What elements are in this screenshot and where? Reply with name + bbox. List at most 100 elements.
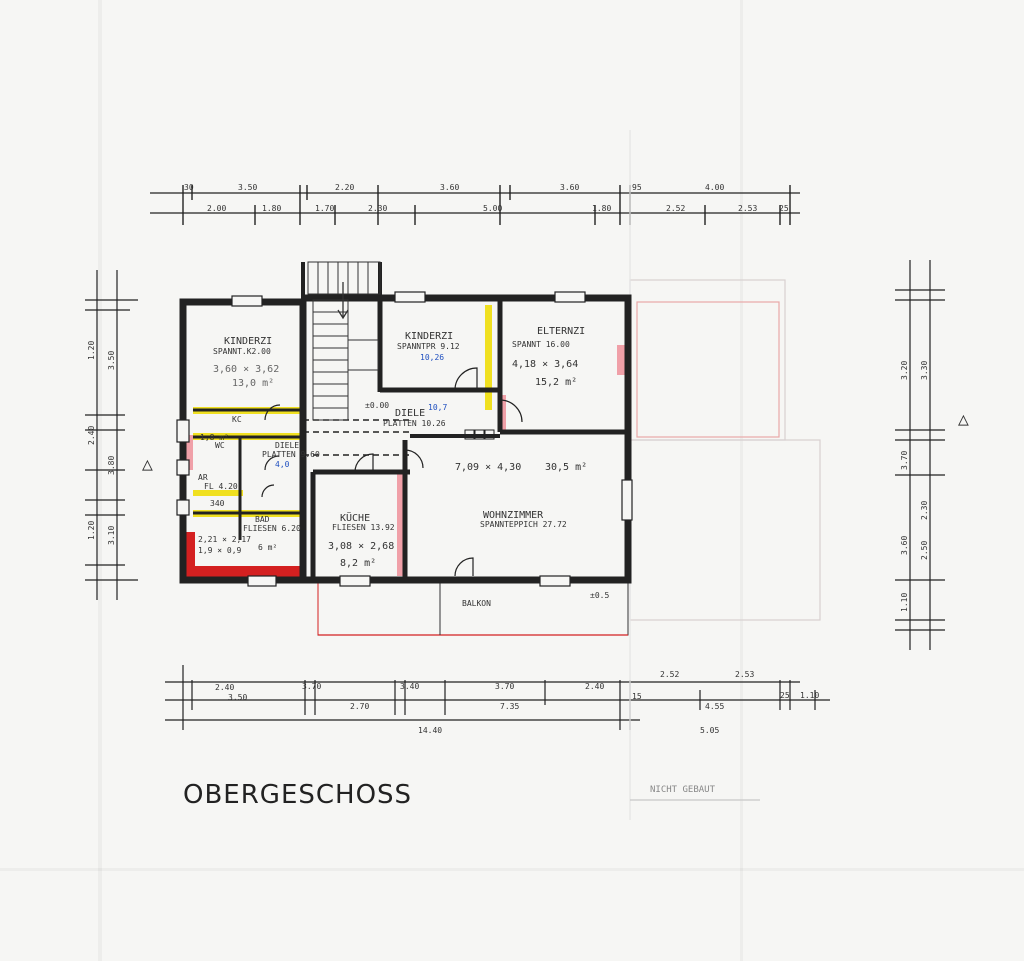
dim-label: 25 — [779, 204, 789, 213]
dim-label: 3.70 — [900, 451, 909, 470]
room-name: WC — [215, 441, 225, 450]
room-area-blue: 10,7 — [428, 403, 447, 412]
bottom-dimension-labels: 2.40 3.70 3.40 3.70 2.40 2.52 2.53 3.50 … — [215, 670, 819, 735]
walls — [179, 262, 632, 584]
room-name: DIELE — [275, 441, 299, 450]
staircase — [307, 261, 381, 421]
room-name: KC — [232, 415, 242, 424]
room-name: KINDERZI — [224, 336, 272, 347]
dim-label: 2.20 — [335, 183, 354, 192]
room-floor: PLATTEN 10.26 — [383, 419, 446, 428]
top-dimension-labels: 30 3.50 2.20 3.60 3.60 95 4.00 2.00 1.80… — [184, 183, 789, 213]
room-name: BALKON — [462, 599, 491, 608]
dim-label: 3.80 — [107, 456, 116, 475]
dim-label: 3.20 — [900, 361, 909, 380]
plan-title: OBERGESCHOSS — [183, 780, 413, 810]
room-dims: 340 — [210, 499, 225, 508]
dim-label: 2.30 — [920, 501, 929, 520]
room-floor: SPANNTEPPICH 27.72 — [480, 520, 567, 529]
room-name: DIELE — [395, 408, 425, 419]
dim-label: 2.40 — [87, 426, 96, 445]
room-area: 15,2 m² — [535, 377, 577, 388]
dim-label: 2.00 — [207, 204, 226, 213]
room-dims: 3,08 × 2,68 — [328, 541, 394, 552]
left-dimension-labels: 1.20 2.40 3.50 3.80 1.20 3.10 — [87, 341, 116, 545]
dim-label: 3.40 — [400, 682, 419, 691]
dim-label: 3.70 — [302, 682, 321, 691]
room-name: WOHNZIMMER — [483, 510, 544, 521]
bottom-dimension-lines — [165, 665, 830, 730]
level-marker: ±0.5 — [590, 591, 609, 600]
dim-label: 2.70 — [350, 702, 369, 711]
dim-label: 1.80 — [262, 204, 281, 213]
dim-label: 15 — [632, 692, 642, 701]
room-floor: PLATTEN 9.60 — [262, 450, 320, 459]
dim-label: 3.30 — [920, 361, 929, 380]
not-built-annex — [629, 130, 821, 820]
level-marker: ±0.00 — [365, 401, 389, 410]
dim-label: 95 — [632, 183, 642, 192]
room-name: BAD — [255, 515, 270, 524]
room-area: 30,5 m² — [545, 462, 587, 473]
dim-label: 2.40 — [215, 683, 234, 692]
dim-label: 3.10 — [107, 526, 116, 545]
room-name: AR — [198, 473, 208, 482]
dim-label: 7.35 — [500, 702, 519, 711]
room-area-blue: 4,0 — [275, 460, 290, 469]
dim-label: 3.50 — [228, 693, 247, 702]
room-area: 6 m² — [258, 543, 277, 552]
room-floor: SPANNT.K2.00 — [213, 347, 271, 356]
dim-label: 2.50 — [920, 541, 929, 560]
dim-label: 5.00 — [483, 204, 502, 213]
dim-label: 1.20 — [87, 341, 96, 360]
not-built-note: NICHT GEBAUT — [650, 785, 716, 795]
dim-label: 2.53 — [735, 670, 754, 679]
section-marker-right: △ — [958, 409, 969, 430]
dim-label: 30 — [184, 183, 194, 192]
dim-label: 2.52 — [660, 670, 679, 679]
dim-label: 3.50 — [107, 351, 116, 370]
room-name: ELTERNZI — [537, 326, 585, 337]
dim-label: 2.53 — [738, 204, 757, 213]
room-area: 8,2 m² — [340, 558, 376, 569]
door-swings — [261, 367, 523, 577]
dim-label: 1.80 — [592, 204, 611, 213]
dim-label: 2.30 — [368, 204, 387, 213]
room-dims: 7,09 × 4,30 — [455, 462, 521, 473]
room-dims: 1,8 m² — [200, 433, 229, 442]
dim-label: 3.50 — [238, 183, 257, 192]
room-area-blue: 10,26 — [420, 353, 444, 362]
room-floor: FLIESEN 6.20 — [243, 524, 301, 533]
section-marker-left: △ — [142, 454, 153, 475]
dim-label: 25 — [780, 691, 790, 700]
dim-label: 1.10 — [800, 691, 819, 700]
dim-label: 1.20 — [87, 521, 96, 540]
room-dims: 1,9 × 0,9 — [198, 546, 242, 555]
dim-label: 2.52 — [666, 204, 685, 213]
room-name: KÜCHE — [340, 511, 370, 524]
room-floor: FL 4.20 — [204, 482, 238, 491]
dim-label: 1.70 — [315, 204, 334, 213]
room-floor: FLIESEN 13.92 — [332, 523, 395, 532]
right-dimension-lines — [895, 260, 945, 650]
dim-label: 4.00 — [705, 183, 724, 192]
room-labels: KINDERZI SPANNT.K2.00 3,60 × 3,62 13,0 m… — [198, 326, 609, 608]
dim-label: 3.70 — [495, 682, 514, 691]
dim-label: 3.60 — [900, 536, 909, 555]
balcony — [317, 582, 629, 636]
room-dims: 2,21 × 2,17 — [198, 535, 251, 544]
room-floor: SPANNT 16.00 — [512, 340, 570, 349]
dim-label: 2.40 — [585, 682, 604, 691]
dim-label: 5.05 — [700, 726, 719, 735]
right-dimension-labels: 3.20 3.30 3.70 2.30 3.60 2.50 1.10 — [900, 361, 929, 612]
dim-label: 4.55 — [705, 702, 724, 711]
dim-label: 14.40 — [418, 726, 442, 735]
windows — [176, 291, 633, 587]
room-area: 13,0 m² — [232, 378, 274, 389]
room-floor: SPANNTPR 9.12 — [397, 342, 460, 351]
dim-label: 3.60 — [440, 183, 459, 192]
room-dims: 4,18 × 3,64 — [512, 359, 578, 370]
chimney-vents — [464, 429, 495, 440]
